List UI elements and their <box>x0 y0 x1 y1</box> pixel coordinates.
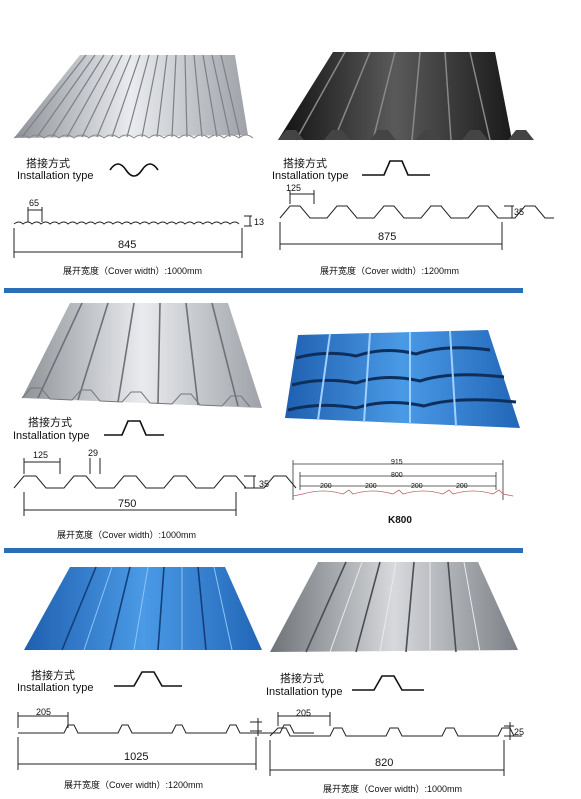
height-dim-6: 25 <box>514 727 525 737</box>
install-label-en-5: Installation type <box>17 682 94 694</box>
corrugated-silver-sheet-image <box>13 54 254 139</box>
profile-drawing-1 <box>13 207 252 258</box>
total-dim-1: 845 <box>118 239 137 251</box>
cover-en-1: （Cover width）:1000mm <box>99 266 203 276</box>
pitch-dim-5: 205 <box>36 707 52 717</box>
install-symbol-trapezoid-5 <box>114 671 182 687</box>
total-dim-5: 1025 <box>124 751 149 763</box>
segment-dim-4-d: 200 <box>456 483 468 490</box>
cover-en-6: （Cover width）:1000mm <box>359 784 463 794</box>
segment-dim-4-b: 200 <box>365 483 377 490</box>
total-dim-2: 875 <box>378 231 397 243</box>
section-divider-2 <box>4 548 523 553</box>
cover-cn-6: 展开宽度 <box>323 784 360 794</box>
profile-drawing-5 <box>17 712 314 770</box>
install-symbol-trapezoid-3 <box>104 420 164 436</box>
cover-cn-3: 展开宽度 <box>57 530 94 540</box>
trapezoidal-grey-sheet-image <box>270 561 518 653</box>
height-dim-3: 35 <box>259 479 270 489</box>
trapezoidal-dark-sheet-image <box>278 51 534 141</box>
pitch-dim-6: 205 <box>296 708 312 718</box>
cover-en-3: （Cover width）:1000mm <box>93 530 197 540</box>
total-dim-3: 750 <box>118 498 137 510</box>
install-label-en-6: Installation type <box>266 686 343 698</box>
effective-dim-4: 800 <box>391 472 403 479</box>
install-symbol-wave <box>109 163 159 177</box>
model-label-4: K800 <box>388 515 412 526</box>
cover-cn-1: 展开宽度 <box>63 266 100 276</box>
install-label-en-1: Installation type <box>17 170 94 182</box>
install-label-en-3: Installation type <box>13 430 90 442</box>
install-label-cn-5: 搭接方式 <box>31 670 75 682</box>
profile-drawing-2 <box>279 190 554 250</box>
pitch-dim-3: 125 <box>33 450 49 460</box>
profile-drawing-4-k800 <box>292 460 514 500</box>
install-symbol-trapezoid-2 <box>362 160 430 176</box>
cover-cn-5: 展开宽度 <box>64 780 101 790</box>
trapezoidal-blue-sheet-image <box>24 566 262 651</box>
overall-dim-4: 915 <box>391 459 403 466</box>
cover-cn-2: 展开宽度 <box>320 266 357 276</box>
height-dim-2: 35 <box>514 207 525 217</box>
profile-drawing-3 <box>13 458 297 516</box>
cover-width-5: 展开宽度（Cover width）:1200mm <box>64 778 203 791</box>
pitch-dim-1: 65 <box>29 198 40 208</box>
cover-width-1: 展开宽度（Cover width）:1000mm <box>63 264 202 277</box>
height-dim-1: 13 <box>254 217 265 227</box>
cover-width-3: 展开宽度（Cover width）:1000mm <box>57 528 196 541</box>
total-dim-6: 820 <box>375 757 394 769</box>
install-label-cn-2: 搭接方式 <box>283 158 327 170</box>
segment-dim-4-a: 200 <box>320 483 332 490</box>
rib-dim-3: 29 <box>88 448 99 458</box>
section-divider-1 <box>4 288 523 293</box>
blue-tile-sheet-image <box>285 330 520 428</box>
segment-dim-4-c: 200 <box>411 483 423 490</box>
cover-width-2: 展开宽度（Cover width）:1200mm <box>320 264 459 277</box>
cover-en-5: （Cover width）:1200mm <box>100 780 204 790</box>
trapezoidal-silver-sheet-image <box>21 302 262 408</box>
install-label-en-2: Installation type <box>272 170 349 182</box>
install-label-cn-1: 搭接方式 <box>26 158 70 170</box>
install-label-cn-6: 搭接方式 <box>280 673 324 685</box>
cover-en-2: （Cover width）:1200mm <box>356 266 460 276</box>
cover-width-6: 展开宽度（Cover width）:1000mm <box>323 782 462 795</box>
profile-drawing-6 <box>269 712 522 776</box>
install-symbol-trapezoid-6 <box>352 675 424 691</box>
pitch-dim-2: 125 <box>286 183 302 193</box>
install-label-cn-3: 搭接方式 <box>28 417 72 429</box>
